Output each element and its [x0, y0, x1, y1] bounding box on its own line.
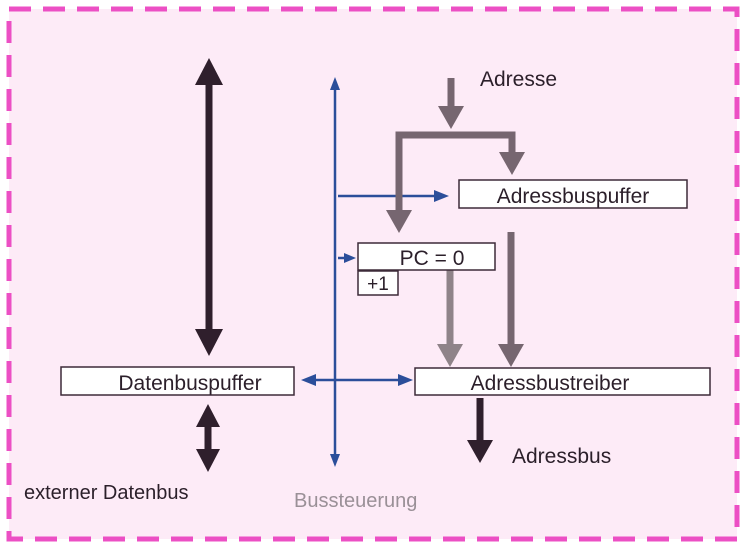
adresse-label: Adresse — [480, 68, 557, 91]
data-address-link-arrow — [301, 374, 413, 386]
address-input-arrow — [438, 78, 464, 129]
address-bus-output-arrow — [467, 398, 493, 463]
address-buffer-to-driver-arrow — [498, 232, 524, 367]
address-bus-label: Adressbus — [512, 445, 611, 468]
pc-to-driver-arrow — [437, 270, 463, 367]
pc-box — [357, 242, 496, 271]
bus-control-label: Bussteuerung — [294, 490, 417, 512]
bus-control-line — [330, 77, 340, 467]
external-data-bus-arrow — [196, 404, 220, 472]
address-split-path — [386, 131, 525, 233]
increment-box — [357, 270, 399, 296]
data-buffer-label: Datenbuspuffer — [118, 372, 261, 395]
pc-label: PC = 0 — [400, 247, 465, 270]
address-driver-label: Adressbustreiber — [471, 372, 630, 395]
increment-label: +1 — [367, 274, 389, 295]
external-data-bus-label: externer Datenbus — [24, 482, 189, 504]
data-bus-double-arrow — [195, 58, 223, 356]
address-driver-box — [414, 367, 711, 396]
data-buffer-box — [60, 366, 295, 396]
control-to-pc-arrow — [338, 253, 356, 263]
address-buffer-box — [458, 179, 688, 209]
control-to-address-buffer-arrow — [338, 190, 449, 202]
address-buffer-label: Adressbuspuffer — [497, 185, 650, 208]
